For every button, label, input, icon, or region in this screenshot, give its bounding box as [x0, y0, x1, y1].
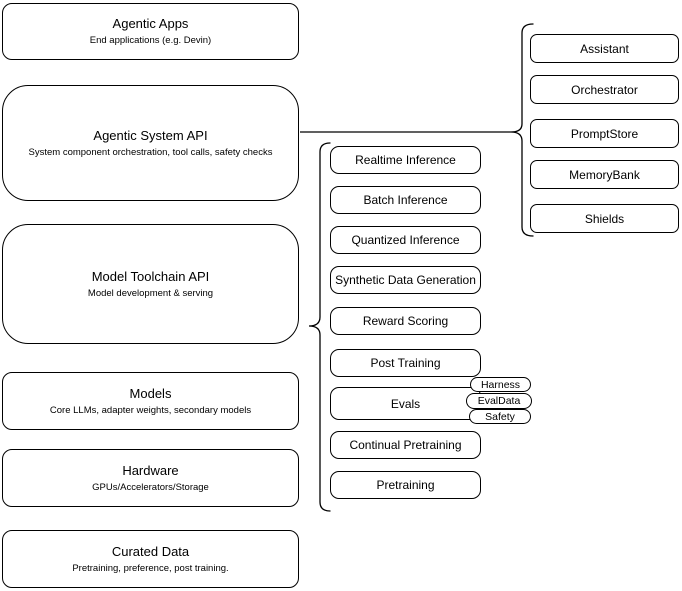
node-hardware: Hardware GPUs/Accelerators/Storage: [2, 449, 299, 507]
node-title: Curated Data: [111, 543, 190, 559]
tag-safety: Safety: [469, 409, 531, 424]
toolchain-stack-brace: [308, 142, 331, 512]
node-title: Models: [129, 385, 172, 401]
node-model-toolchain-api: Model Toolchain API Model development & …: [2, 224, 299, 344]
node-title: Hardware: [122, 462, 179, 478]
system-components-brace: [510, 23, 534, 237]
node-agentic-system-api: Agentic System API System component orch…: [2, 85, 299, 201]
node-subtitle: GPUs/Accelerators/Storage: [92, 481, 209, 493]
node-reward-scoring: Reward Scoring: [330, 307, 481, 335]
node-agentic-apps: Agentic Apps End applications (e.g. Devi…: [2, 3, 299, 60]
node-evals: Evals: [330, 387, 481, 420]
node-subtitle: Core LLMs, adapter weights, secondary mo…: [49, 404, 252, 416]
node-memorybank: MemoryBank: [530, 160, 679, 189]
tag-evaldata: EvalData: [466, 393, 532, 409]
node-continual-pretraining: Continual Pretraining: [330, 431, 481, 459]
node-title: Agentic Apps: [112, 16, 189, 31]
node-quantized-inference: Quantized Inference: [330, 226, 481, 254]
node-realtime-inference: Realtime Inference: [330, 146, 481, 174]
node-subtitle: System component orchestration, tool cal…: [28, 146, 273, 158]
node-title: Model Toolchain API: [91, 268, 210, 284]
node-subtitle: End applications (e.g. Devin): [89, 35, 212, 46]
node-assistant: Assistant: [530, 34, 679, 63]
node-title: Agentic System API: [93, 127, 208, 143]
node-promptstore: PromptStore: [530, 119, 679, 148]
node-curated-data: Curated Data Pretraining, preference, po…: [2, 530, 299, 588]
node-batch-inference: Batch Inference: [330, 186, 481, 214]
node-post-training: Post Training: [330, 349, 481, 377]
tag-harness: Harness: [470, 377, 531, 392]
node-models: Models Core LLMs, adapter weights, secon…: [2, 372, 299, 430]
node-pretraining: Pretraining: [330, 471, 481, 499]
node-subtitle: Model development & serving: [87, 287, 214, 299]
node-synthetic-data-generation: Synthetic Data Generation: [330, 266, 481, 294]
node-orchestrator: Orchestrator: [530, 75, 679, 104]
node-shields: Shields: [530, 204, 679, 233]
node-subtitle: Pretraining, preference, post training.: [72, 562, 229, 574]
